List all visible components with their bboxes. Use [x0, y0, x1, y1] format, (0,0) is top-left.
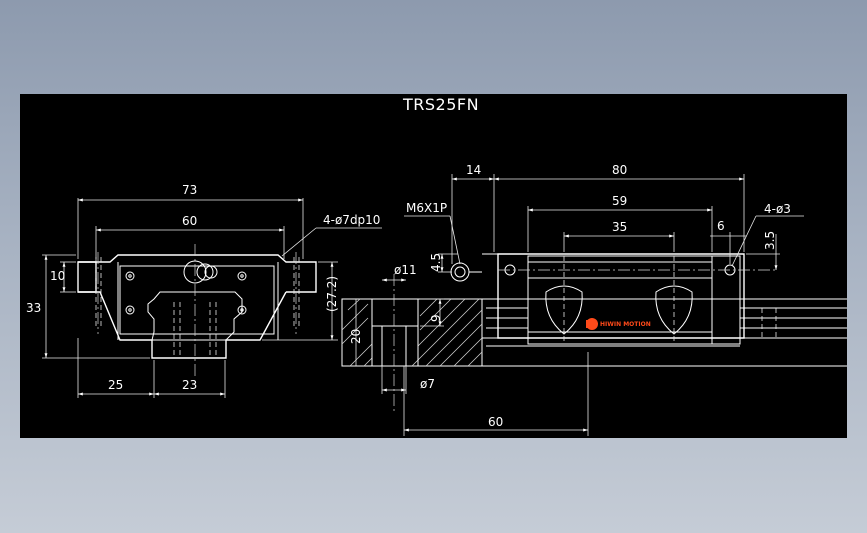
side-view: HIWIN MOTION 14 80 59 35 6 4-ø3 3.5: [341, 163, 847, 436]
dim-body-length: 59: [612, 194, 627, 208]
dim-rail-height: 20: [349, 329, 363, 344]
cad-drawing: TRS25FN 73: [26, 95, 847, 436]
manufacturer-logo: HIWIN MOTION: [586, 318, 651, 330]
dim-block-length: 80: [612, 163, 627, 177]
dim-thread-height: 4.5: [429, 253, 443, 272]
dim-width-overall: 73: [182, 183, 197, 197]
dim-rail-pitch: 60: [488, 415, 503, 429]
label-side-holes: 4-ø3: [764, 202, 791, 216]
logo-text: HIWIN MOTION: [600, 321, 651, 328]
dim-counterbore: ø11: [394, 263, 417, 277]
label-holes: 4-ø7dp10: [323, 213, 380, 227]
dim-bolt-hole: ø7: [420, 377, 435, 391]
dim-end-offset: 6: [717, 219, 725, 233]
dim-inner-length: 35: [612, 220, 627, 234]
dim-flange-height: 10: [50, 269, 65, 283]
drawing-title: TRS25FN: [402, 95, 479, 114]
dim-mount-pitch: 60: [182, 214, 197, 228]
cad-viewport[interactable]: TRS25FN 73: [20, 94, 847, 438]
dim-counterbore-depth: 9: [429, 314, 443, 322]
front-view: 73 60 4-ø7dp10 10 33 (27.2) 25 23: [26, 183, 382, 398]
dim-rail-offset: 25: [108, 378, 123, 392]
label-thread: M6X1P: [406, 201, 447, 215]
dim-height-ref: (27.2): [325, 276, 339, 312]
dim-side-height: 3.5: [763, 231, 777, 250]
dim-lube-offset: 14: [466, 163, 481, 177]
dim-total-height: 33: [26, 301, 41, 315]
dim-rail-width: 23: [182, 378, 197, 392]
